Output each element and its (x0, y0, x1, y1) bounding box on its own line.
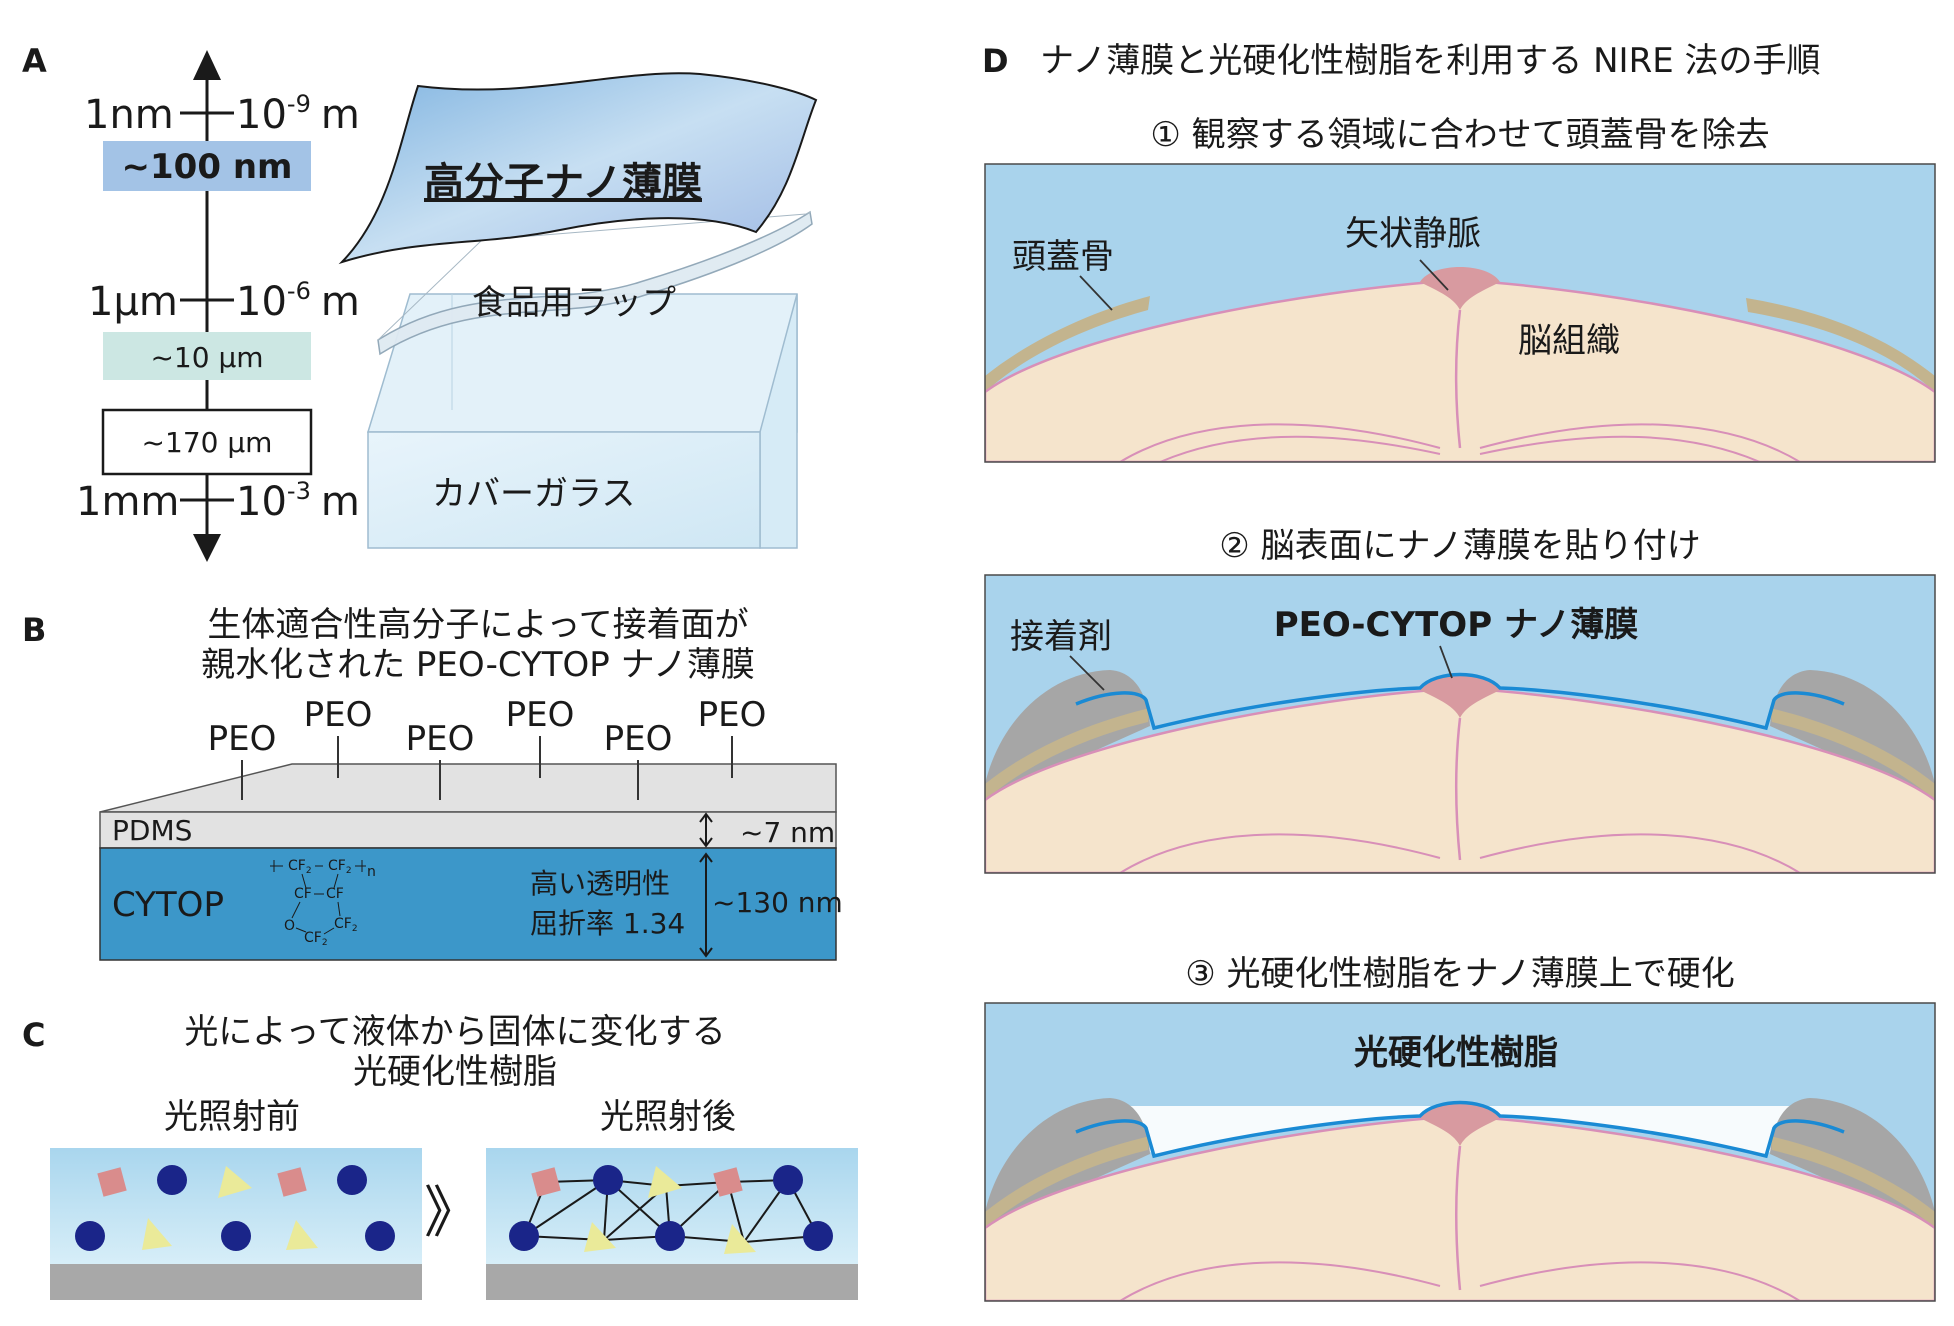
peo-label-2: PEO (304, 695, 373, 735)
step3-title: ③ 光硬化性樹脂をナノ薄膜上で硬化 (1185, 954, 1735, 994)
svg-text:CF2: CF2 (328, 858, 352, 876)
scale-arrow-down-icon (193, 534, 221, 562)
food-wrap-label: 食品用ラップ (472, 283, 676, 323)
cytop-formula: CF2 CF2 n CF CF O CF2 CF2 (270, 858, 376, 948)
pdms-thickness-label: ~7 nm (740, 816, 835, 849)
panel-a-letter: A (22, 42, 47, 80)
label-sagittal-vein: 矢状静脈 (1345, 214, 1481, 254)
panel-b-letter: B (22, 611, 46, 649)
svg-text:CF2: CF2 (288, 858, 312, 876)
cytop-prop-transparency: 高い透明性 (530, 867, 670, 900)
pdms-top-surface (99, 763, 837, 813)
polymer-nanosheet: 高分子ナノ薄膜 (338, 72, 818, 265)
svg-text:CF2: CF2 (334, 916, 358, 934)
panel-d: D ナノ薄膜と光硬化性樹脂を利用する NIRE 法の手順 ① 観察する領域に合わ… (982, 41, 1936, 1302)
box-170um (101, 408, 313, 476)
box-100nm-label: ~100 nm (122, 147, 293, 187)
panel-d-letter: D (982, 42, 1009, 80)
svg-text:CF: CF (294, 886, 312, 902)
peo-label-5: PEO (604, 719, 673, 759)
cytop-thickness-label: ~130 nm (712, 886, 843, 919)
nanosheet-label: 高分子ナノ薄膜 (424, 160, 702, 206)
box-170um-label: ~170 μm (142, 426, 273, 459)
svg-text:O: O (284, 918, 295, 934)
cover-glass: カバーガラス (366, 293, 798, 549)
peo-label-1: PEO (208, 719, 277, 759)
cover-glass-label: カバーガラス (432, 474, 635, 514)
panel-d-title: ナノ薄膜と光硬化性樹脂を利用する NIRE 法の手順 (1040, 41, 1820, 81)
panel-b-title-line2: 親水化された PEO-CYTOP ナノ薄膜 (201, 645, 755, 685)
step2-title: ② 脳表面にナノ薄膜を貼り付け (1219, 526, 1701, 566)
peo-label-4: PEO (506, 695, 575, 735)
panel-c-title-line1: 光によって液体から固体に変化する (184, 1012, 725, 1052)
label-peo-cytop-film: PEO-CYTOP ナノ薄膜 (1274, 605, 1639, 645)
pdms-thickness-arrow (699, 812, 713, 848)
step3-diagram: 光硬化性樹脂 (985, 1003, 1935, 1301)
label-adhesive: 接着剤 (1010, 617, 1112, 657)
cytop-thickness-arrow (699, 852, 713, 958)
scale-label-1um: 1μm (88, 279, 178, 325)
scale-label-1nm: 1nm (84, 92, 174, 138)
box-10um-label: ~10 μm (150, 341, 263, 374)
peo-label-6: PEO (698, 695, 767, 735)
resin-after-box (486, 1148, 858, 1300)
food-wrap: 食品用ラップ (377, 210, 813, 356)
label-brain-tissue: 脳組織 (1518, 321, 1620, 361)
svg-text:CF: CF (326, 886, 344, 902)
label-photocurable-resin: 光硬化性樹脂 (1354, 1033, 1558, 1073)
panel-c-title-line2: 光硬化性樹脂 (353, 1052, 557, 1092)
svg-text:CF2: CF2 (304, 930, 328, 948)
panel-c: C 光によって液体から固体に変化する 光硬化性樹脂 光照射前 光照射後 》 (22, 1012, 858, 1300)
peo-label-3: PEO (406, 719, 475, 759)
scale-label-1mm: 1mm (76, 479, 179, 525)
cytop-prop-refractive-index: 屈折率 1.34 (530, 907, 685, 940)
after-light-label: 光照射後 (600, 1097, 736, 1137)
panel-b-title-line1: 生体適合性高分子によって接着面が (207, 605, 748, 645)
panel-c-letter: C (22, 1016, 45, 1054)
step1-title: ① 観察する領域に合わせて頭蓋骨を除去 (1150, 115, 1769, 155)
resin-before-box (50, 1148, 422, 1300)
box-100nm (103, 141, 311, 191)
box-10um (103, 332, 311, 380)
panel-b: B 生体適合性高分子によって接着面が 親水化された PEO-CYTOP ナノ薄膜… (22, 605, 843, 961)
pdms-label: PDMS (112, 814, 192, 847)
scale-arrow-up-icon (193, 50, 221, 80)
before-light-label: 光照射前 (164, 1097, 300, 1137)
step2-diagram: 接着剤 PEO-CYTOP ナノ薄膜 (985, 575, 1935, 873)
label-skull: 頭蓋骨 (1012, 237, 1114, 277)
conversion-arrow-icon: 》 (424, 1181, 480, 1246)
step1-diagram: 頭蓋骨 矢状静脈 脳組織 (985, 164, 1935, 462)
svg-text:n: n (367, 864, 376, 880)
cytop-label: CYTOP (112, 885, 224, 925)
pdms-layer (99, 811, 837, 849)
cytop-layer (99, 847, 837, 961)
